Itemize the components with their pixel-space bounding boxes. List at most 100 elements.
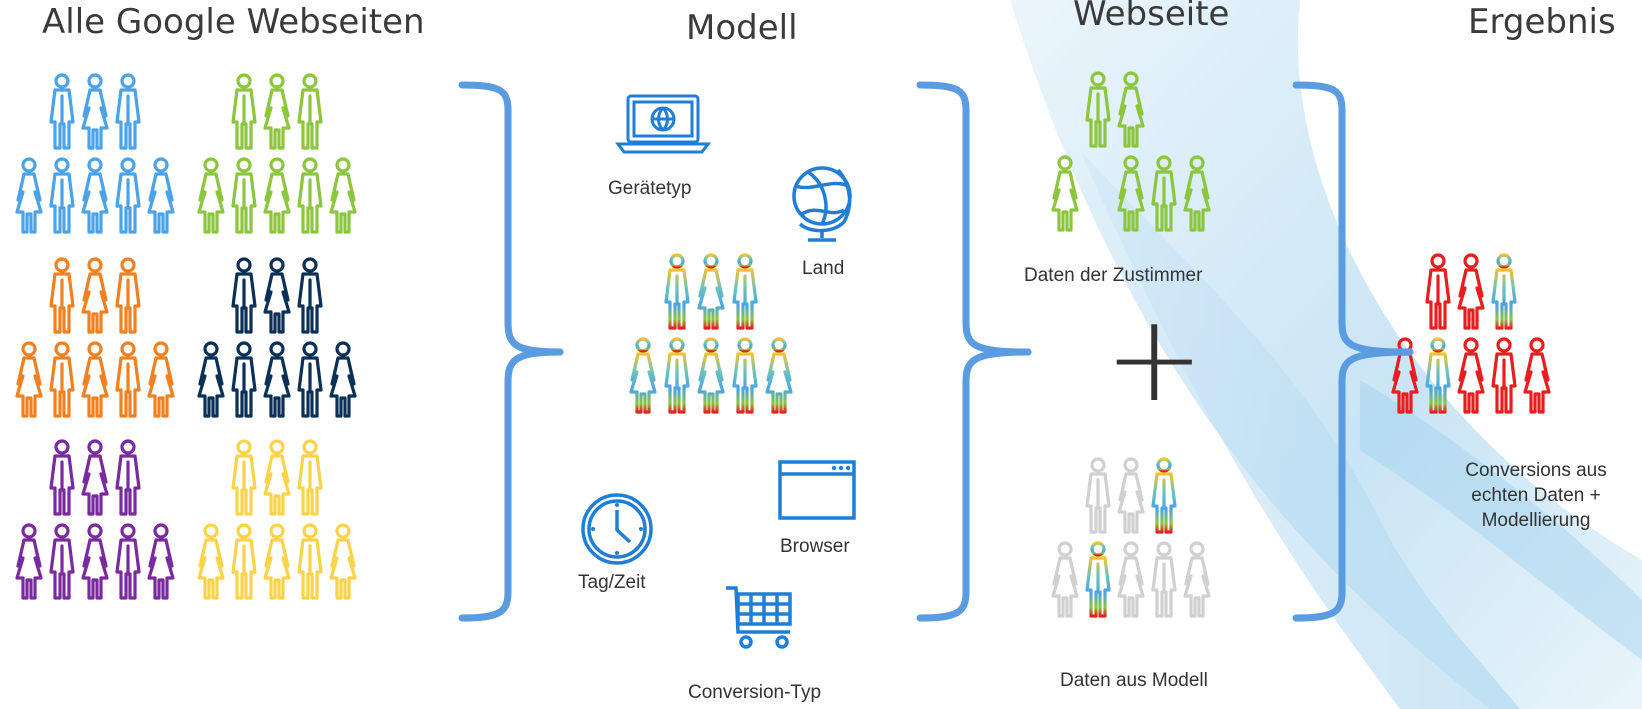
- label-country: Land: [802, 258, 845, 279]
- label-model-data: Daten aus Modell: [1060, 670, 1208, 691]
- person-icon: [231, 523, 257, 600]
- person-icon: [115, 341, 141, 418]
- person-icon: [15, 157, 43, 234]
- person-icon: [297, 257, 323, 334]
- person-icon: [147, 341, 175, 418]
- person-icon: [329, 157, 357, 234]
- person-icon: [115, 73, 141, 150]
- person-icon: [1183, 541, 1211, 618]
- person-icon: [81, 439, 109, 516]
- label-device-type: Gerätetyp: [608, 178, 692, 199]
- person-icon: [1491, 253, 1517, 330]
- person-icon: [15, 523, 43, 600]
- person-icon: [49, 257, 75, 334]
- person-icon: [81, 157, 109, 234]
- person-icon: [1051, 155, 1079, 232]
- globe-icon: [792, 166, 852, 242]
- person-icon: [197, 157, 225, 234]
- person-icon: [263, 73, 291, 150]
- person-icon: [1151, 457, 1177, 534]
- plus-sign: +: [1104, 290, 1205, 429]
- person-icon: [197, 523, 225, 600]
- person-icon: [1117, 457, 1145, 534]
- person-icon: [263, 523, 291, 600]
- browser-window-icon: [778, 460, 856, 520]
- person-icon: [231, 157, 257, 234]
- person-icon: [263, 341, 291, 418]
- person-icon: [15, 341, 43, 418]
- person-icon: [81, 73, 109, 150]
- person-icon: [329, 341, 357, 418]
- person-icon: [1425, 337, 1451, 414]
- person-icon: [1085, 71, 1111, 148]
- person-icon: [1117, 541, 1145, 618]
- person-icon: [231, 257, 257, 334]
- person-icon: [81, 523, 109, 600]
- person-icon: [115, 157, 141, 234]
- person-icon: [1183, 155, 1211, 232]
- person-icon: [263, 157, 291, 234]
- result-caption: Conversions aus echten Daten + Modellier…: [1448, 458, 1624, 533]
- person-icon: [329, 523, 357, 600]
- person-icon: [297, 523, 323, 600]
- person-icon: [147, 157, 175, 234]
- person-icon: [297, 157, 323, 234]
- person-icon: [629, 337, 657, 414]
- person-icon: [1117, 155, 1145, 232]
- person-icon: [1117, 71, 1145, 148]
- result-caption-line-3: Modellierung: [1481, 510, 1591, 531]
- person-icon: [1051, 541, 1079, 618]
- person-icon: [231, 341, 257, 418]
- person-icon: [147, 523, 175, 600]
- person-icon: [765, 337, 793, 414]
- person-icon: [297, 439, 323, 516]
- clock-icon: [581, 493, 653, 565]
- person-icon: [697, 253, 725, 330]
- person-icon: [197, 341, 225, 418]
- label-day-time: Tag/Zeit: [578, 572, 646, 593]
- title-website: Webseite: [1073, 0, 1230, 34]
- person-icon: [297, 341, 323, 418]
- shopping-cart-icon: [726, 586, 792, 649]
- person-icon: [1151, 541, 1177, 618]
- person-icon: [1523, 337, 1551, 414]
- person-icon: [732, 253, 758, 330]
- person-icon: [81, 257, 109, 334]
- label-conversion-type: Conversion-Typ: [688, 682, 822, 703]
- person-icon: [231, 73, 257, 150]
- person-icon: [115, 439, 141, 516]
- person-icon: [115, 523, 141, 600]
- result-caption-line-1: Conversions aus: [1465, 460, 1607, 481]
- person-icon: [1085, 457, 1111, 534]
- person-icon: [81, 341, 109, 418]
- result-caption-line-2: echten Daten +: [1471, 485, 1601, 506]
- title-result: Ergebnis: [1468, 2, 1616, 42]
- title-model: Modell: [686, 8, 798, 48]
- laptop-icon: [615, 94, 711, 154]
- person-icon: [49, 341, 75, 418]
- person-icon: [263, 439, 291, 516]
- person-icon: [231, 439, 257, 516]
- person-icon: [664, 337, 690, 414]
- label-browser: Browser: [780, 536, 850, 557]
- person-icon: [263, 257, 291, 334]
- person-icon: [1425, 253, 1451, 330]
- person-icon: [732, 337, 758, 414]
- person-icon: [1457, 337, 1485, 414]
- person-icon: [49, 157, 75, 234]
- person-icon: [1457, 253, 1485, 330]
- person-icon: [664, 253, 690, 330]
- person-icon: [697, 337, 725, 414]
- title-all-google-websites: Alle Google Webseiten: [42, 2, 425, 42]
- person-icon: [1491, 337, 1517, 414]
- person-icon: [49, 439, 75, 516]
- person-icon: [297, 73, 323, 150]
- person-icon: [1151, 155, 1177, 232]
- person-icon: [1085, 541, 1111, 618]
- label-consent-data: Daten der Zustimmer: [1024, 265, 1203, 286]
- person-icon: [49, 523, 75, 600]
